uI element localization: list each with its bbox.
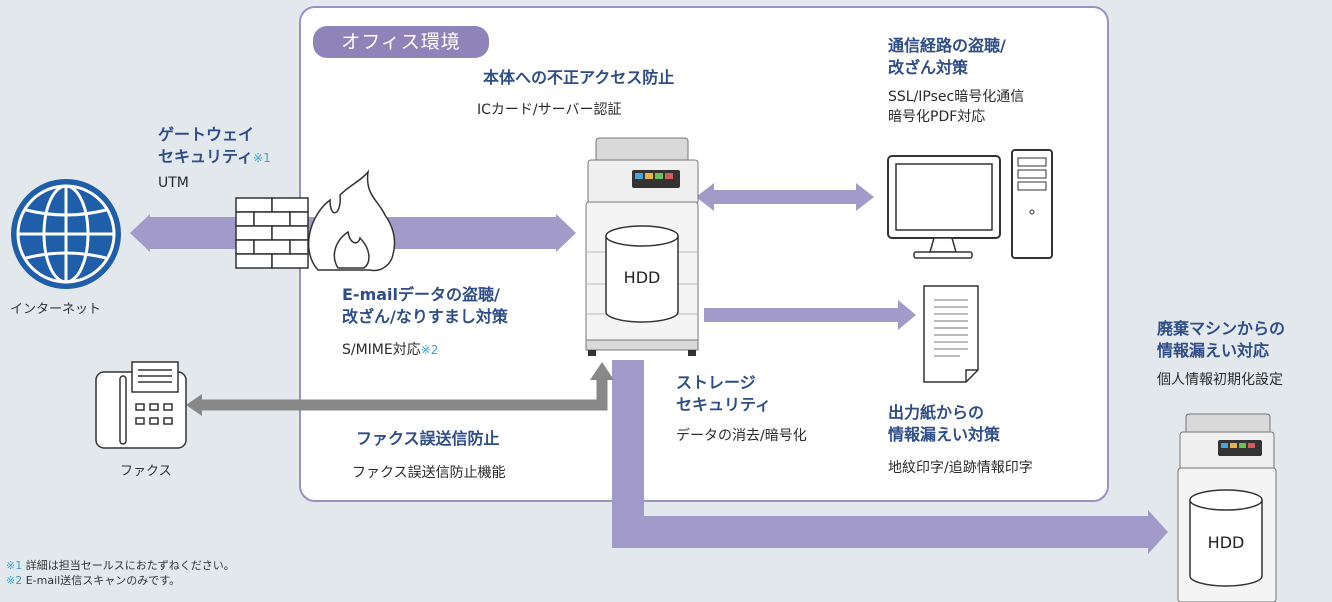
storage-title-line1: ストレージ [676,373,756,392]
storage-security-block: ストレージ セキュリティ データの消去/暗号化 [676,372,807,446]
access-title: 本体への不正アクセス防止 [483,67,674,89]
fire-icon [307,169,396,272]
hdd-label: HDD [624,268,661,287]
paper-title-line1: 出力紙からの [888,403,985,422]
storage-title-line2: セキュリティ [676,395,772,414]
footnotes: ※1 詳細は担当セールスにおたずねください。 ※2 E-mail送信スキャンのみ… [6,558,235,588]
copier-icon: HDD [585,137,699,356]
comm-title-line2: 改ざん対策 [888,58,969,77]
disposal-desc: 個人情報初期化設定 [1157,372,1283,388]
fax-arrow [200,378,608,411]
email-desc: S/MIME対応 [342,342,421,358]
footnote-2-mark: ※2 [6,574,23,587]
internet-arrow-left-head [130,214,150,252]
storage-desc: データの消去/暗号化 [676,428,807,444]
disposal-hdd-label: HDD [1208,533,1245,552]
disposal-hdd-icon: HDD [1189,489,1263,587]
access-title-text: 本体への不正アクセス防止 [483,68,675,87]
gateway-title-line2-text: セキュリティ [158,147,254,166]
fax-security-title: ファクス誤送信防止 [356,429,500,448]
comm-security-block: 通信経路の盗聴/ 改ざん対策 SSL/IPsec暗号化通信 暗号化PDF対応 [888,35,1024,127]
email-note-mark: ※2 [420,343,439,357]
gateway-security-block: ゲートウェイ セキュリティ※1 UTM [158,124,271,193]
pc-arrow-right-head [856,183,874,211]
paper-arrow-head [898,300,916,330]
comm-title-line1: 通信経路の盗聴/ [888,36,1006,55]
email-title-line1: E-mailデータの盗聴/ [342,285,500,304]
internet-arrow-right-head [556,214,576,252]
document-icon [923,285,979,383]
gateway-desc: UTM [158,175,189,191]
email-desc-line: S/MIME対応※2 [342,340,508,360]
paper-desc: 地紋印字/追跡情報印字 [888,460,1033,476]
disposal-security-block: 廃棄マシンからの 情報漏えい対応 個人情報初期化設定 [1157,318,1285,390]
disposal-title-line2: 情報漏えい対応 [1157,341,1270,360]
disposal-arrow [612,360,1148,548]
gateway-title-line2: セキュリティ※1 [158,146,271,169]
fax-arrow-left-head [186,394,202,416]
paper-title-line2: 情報漏えい対策 [888,425,1001,444]
paper-arrow-shaft [704,308,900,322]
disposal-title-line1: 廃棄マシンからの [1157,319,1286,338]
comm-desc-line2: 暗号化PDF対応 [888,109,986,125]
footnote-1: ※1 詳細は担当セールスにおたずねください。 [6,558,235,573]
footnote-1-text: 詳細は担当セールスにおたずねください。 [25,559,235,572]
computer-icon [887,149,1053,259]
office-environment-frame [299,6,1109,502]
gateway-title-line1: ゲートウェイ [158,125,255,144]
office-environment-label: オフィス環境 [313,26,489,58]
fax-icon [95,361,187,449]
access-desc: ICカード/サーバー認証 [477,102,622,118]
fax-label: ファクス [120,464,172,479]
gateway-note-mark: ※1 [253,151,271,165]
pc-arrow-left-head [696,183,714,211]
hdd-icon: HDD [605,225,679,323]
globe-icon [11,179,121,289]
pc-arrow-shaft [712,190,858,204]
comm-desc-line1: SSL/IPsec暗号化通信 [888,89,1025,105]
fax-security-desc: ファクス誤送信防止機能 [352,465,506,481]
footnote-2: ※2 E-mail送信スキャンのみです。 [6,573,235,588]
disposal-arrow-head [1148,510,1168,554]
fax-arrow-up-head [590,362,614,380]
firewall-icon [235,197,309,269]
footnote-2-text: E-mail送信スキャンのみです。 [25,574,181,587]
internet-label: インターネット [10,302,102,317]
disposal-copier-icon: HDD [1177,413,1277,602]
paper-security-block: 出力紙からの 情報漏えい対策 地紋印字/追跡情報印字 [888,402,1033,478]
email-title-line2: 改ざん/なりすまし対策 [342,307,508,326]
footnote-1-mark: ※1 [6,559,23,572]
email-security-block: E-mailデータの盗聴/ 改ざん/なりすまし対策 S/MIME対応※2 [342,284,508,360]
